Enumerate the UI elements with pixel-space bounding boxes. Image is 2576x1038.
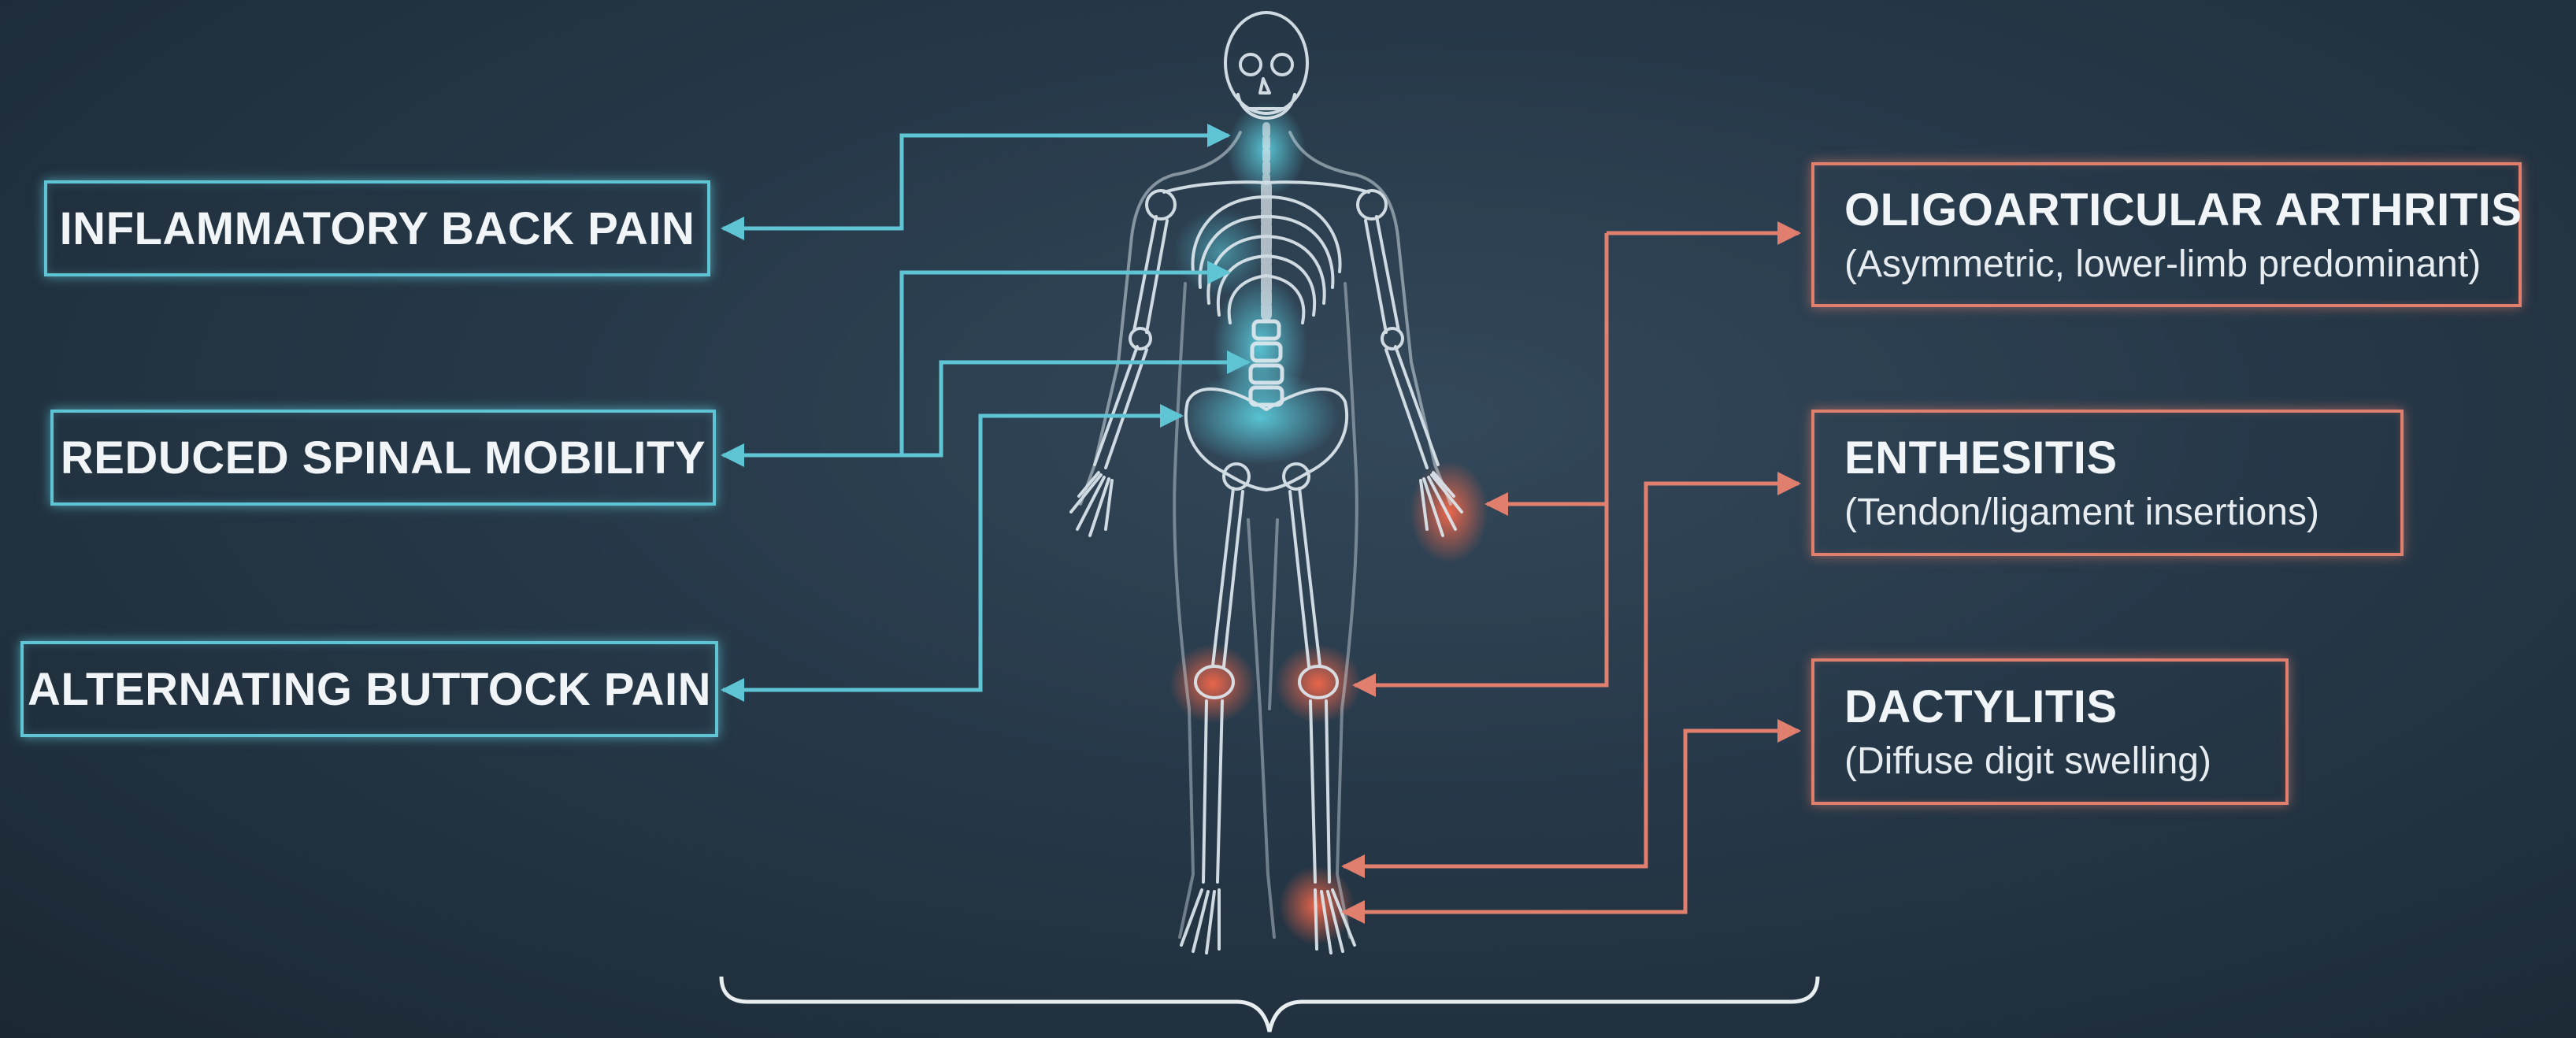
feature-title: DACTYLITIS (1844, 680, 2285, 733)
bottom-brace (721, 977, 1818, 1032)
feature-dactylitis: DACTYLITIS (Diffuse digit swelling) (1811, 658, 2289, 805)
axial-connectors (723, 135, 1248, 690)
feature-reduced-spinal-mobility: REDUCED SPINAL MOBILITY (50, 410, 716, 506)
feature-label: INFLAMMATORY BACK PAIN (60, 202, 695, 255)
feature-enthesitis: ENTHESITIS (Tendon/ligament insertions) (1811, 410, 2404, 556)
human-skeleton-icon (1071, 13, 1462, 953)
connector-spinal-mobility-b (723, 362, 1248, 455)
feature-oligoarticular-arthritis: OLIGOARTICULAR ARTHRITIS (Asymmetric, lo… (1811, 162, 2522, 307)
connector-dactylitis (1344, 731, 1799, 912)
feature-subtitle: (Tendon/ligament insertions) (1844, 491, 2400, 534)
right-hand-glow (1410, 461, 1488, 563)
feature-subtitle: (Asymmetric, lower-limb predominant) (1844, 243, 2519, 286)
feature-alternating-buttock-pain: ALTERNATING BUTTOCK PAIN (20, 641, 718, 737)
feature-label: REDUCED SPINAL MOBILITY (61, 432, 706, 484)
feature-title: ENTHESITIS (1844, 432, 2400, 484)
peripheral-connectors (1344, 233, 1799, 912)
feature-subtitle: (Diffuse digit swelling) (1844, 740, 2285, 783)
feature-title: OLIGOARTICULAR ARTHRITIS (1844, 184, 2519, 236)
connector-enthesitis (1344, 484, 1799, 866)
feature-inflammatory-back-pain: INFLAMMATORY BACK PAIN (44, 180, 710, 276)
feature-label: ALTERNATING BUTTOCK PAIN (28, 663, 711, 716)
